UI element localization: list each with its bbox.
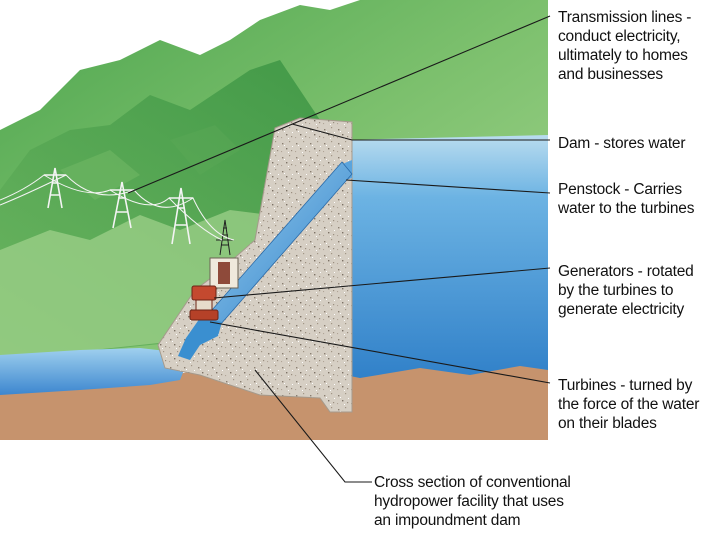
substation-tower — [216, 219, 234, 256]
callout-transmission-lines: Transmission lines - conduct electricity… — [558, 9, 692, 83]
leader-penstock — [345, 179, 551, 194]
river — [0, 348, 188, 395]
penstock-outlet — [178, 318, 222, 360]
leader-dam — [291, 123, 550, 141]
powerhouse-door — [218, 262, 230, 284]
leader-lines — [127, 15, 551, 483]
ridge-shade — [170, 125, 240, 175]
leader-turbines — [209, 321, 551, 384]
callout-generators: Generators - rotated by the turbines to … — [558, 263, 694, 318]
callout-cross-section: Cross section of conventional hydropower… — [374, 474, 571, 529]
ridge-shade — [60, 150, 140, 200]
leader-transmission — [127, 15, 551, 194]
callout-turbines: Turbines - turned by the force of the wa… — [558, 377, 700, 432]
generator — [189, 285, 219, 321]
transmission-towers — [44, 167, 193, 245]
callout-penstock: Penstock - Carries water to the turbines — [558, 181, 695, 217]
reservoir — [340, 135, 548, 385]
callout-dam: Dam - stores water — [558, 135, 686, 152]
leader-generators — [213, 267, 551, 299]
leader-cross-section — [254, 369, 372, 483]
